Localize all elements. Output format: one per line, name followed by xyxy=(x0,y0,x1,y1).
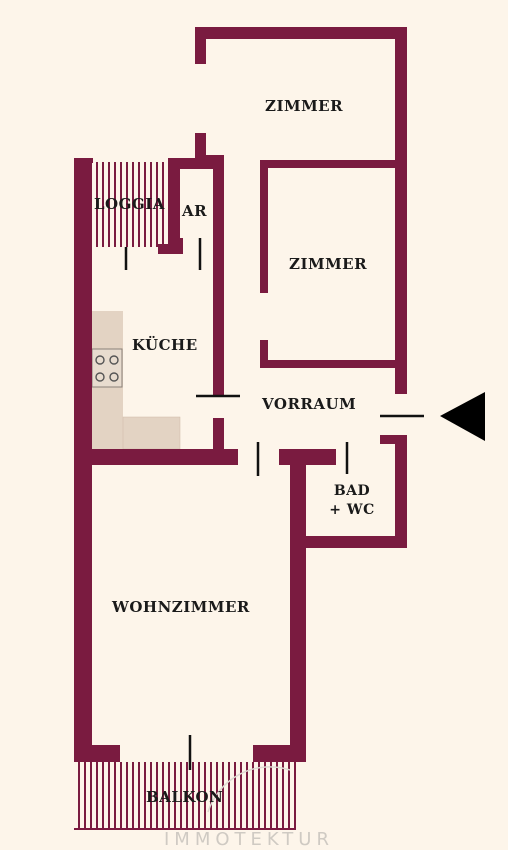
room-label-bad-line2: + WC xyxy=(329,502,375,518)
room-label-ar: AR xyxy=(182,202,208,220)
room-label-kueche: KÜCHE xyxy=(132,336,198,354)
walls xyxy=(74,27,407,830)
room-label-loggia: LOGGIA xyxy=(94,195,165,213)
watermark-logo xyxy=(207,766,291,813)
loggia-area xyxy=(92,162,170,247)
balkon-area xyxy=(74,762,296,830)
door-marks xyxy=(124,238,424,770)
room-label-zimmer-top: ZIMMER xyxy=(265,97,344,115)
room-label-balkon: BALKON xyxy=(146,788,224,806)
room-label-bad-line1: BAD xyxy=(333,483,371,499)
entrance-arrow-icon xyxy=(440,392,485,441)
watermark-text: IMMOTEKTUR xyxy=(164,829,334,850)
room-label-bad: BAD + WC xyxy=(322,484,382,517)
room-label-zimmer-inner: ZIMMER xyxy=(289,255,368,273)
room-label-wohnzimmer: WOHNZIMMER xyxy=(112,598,250,616)
stove-icon xyxy=(91,348,123,388)
room-label-vorraum: VORRAUM xyxy=(262,395,357,413)
